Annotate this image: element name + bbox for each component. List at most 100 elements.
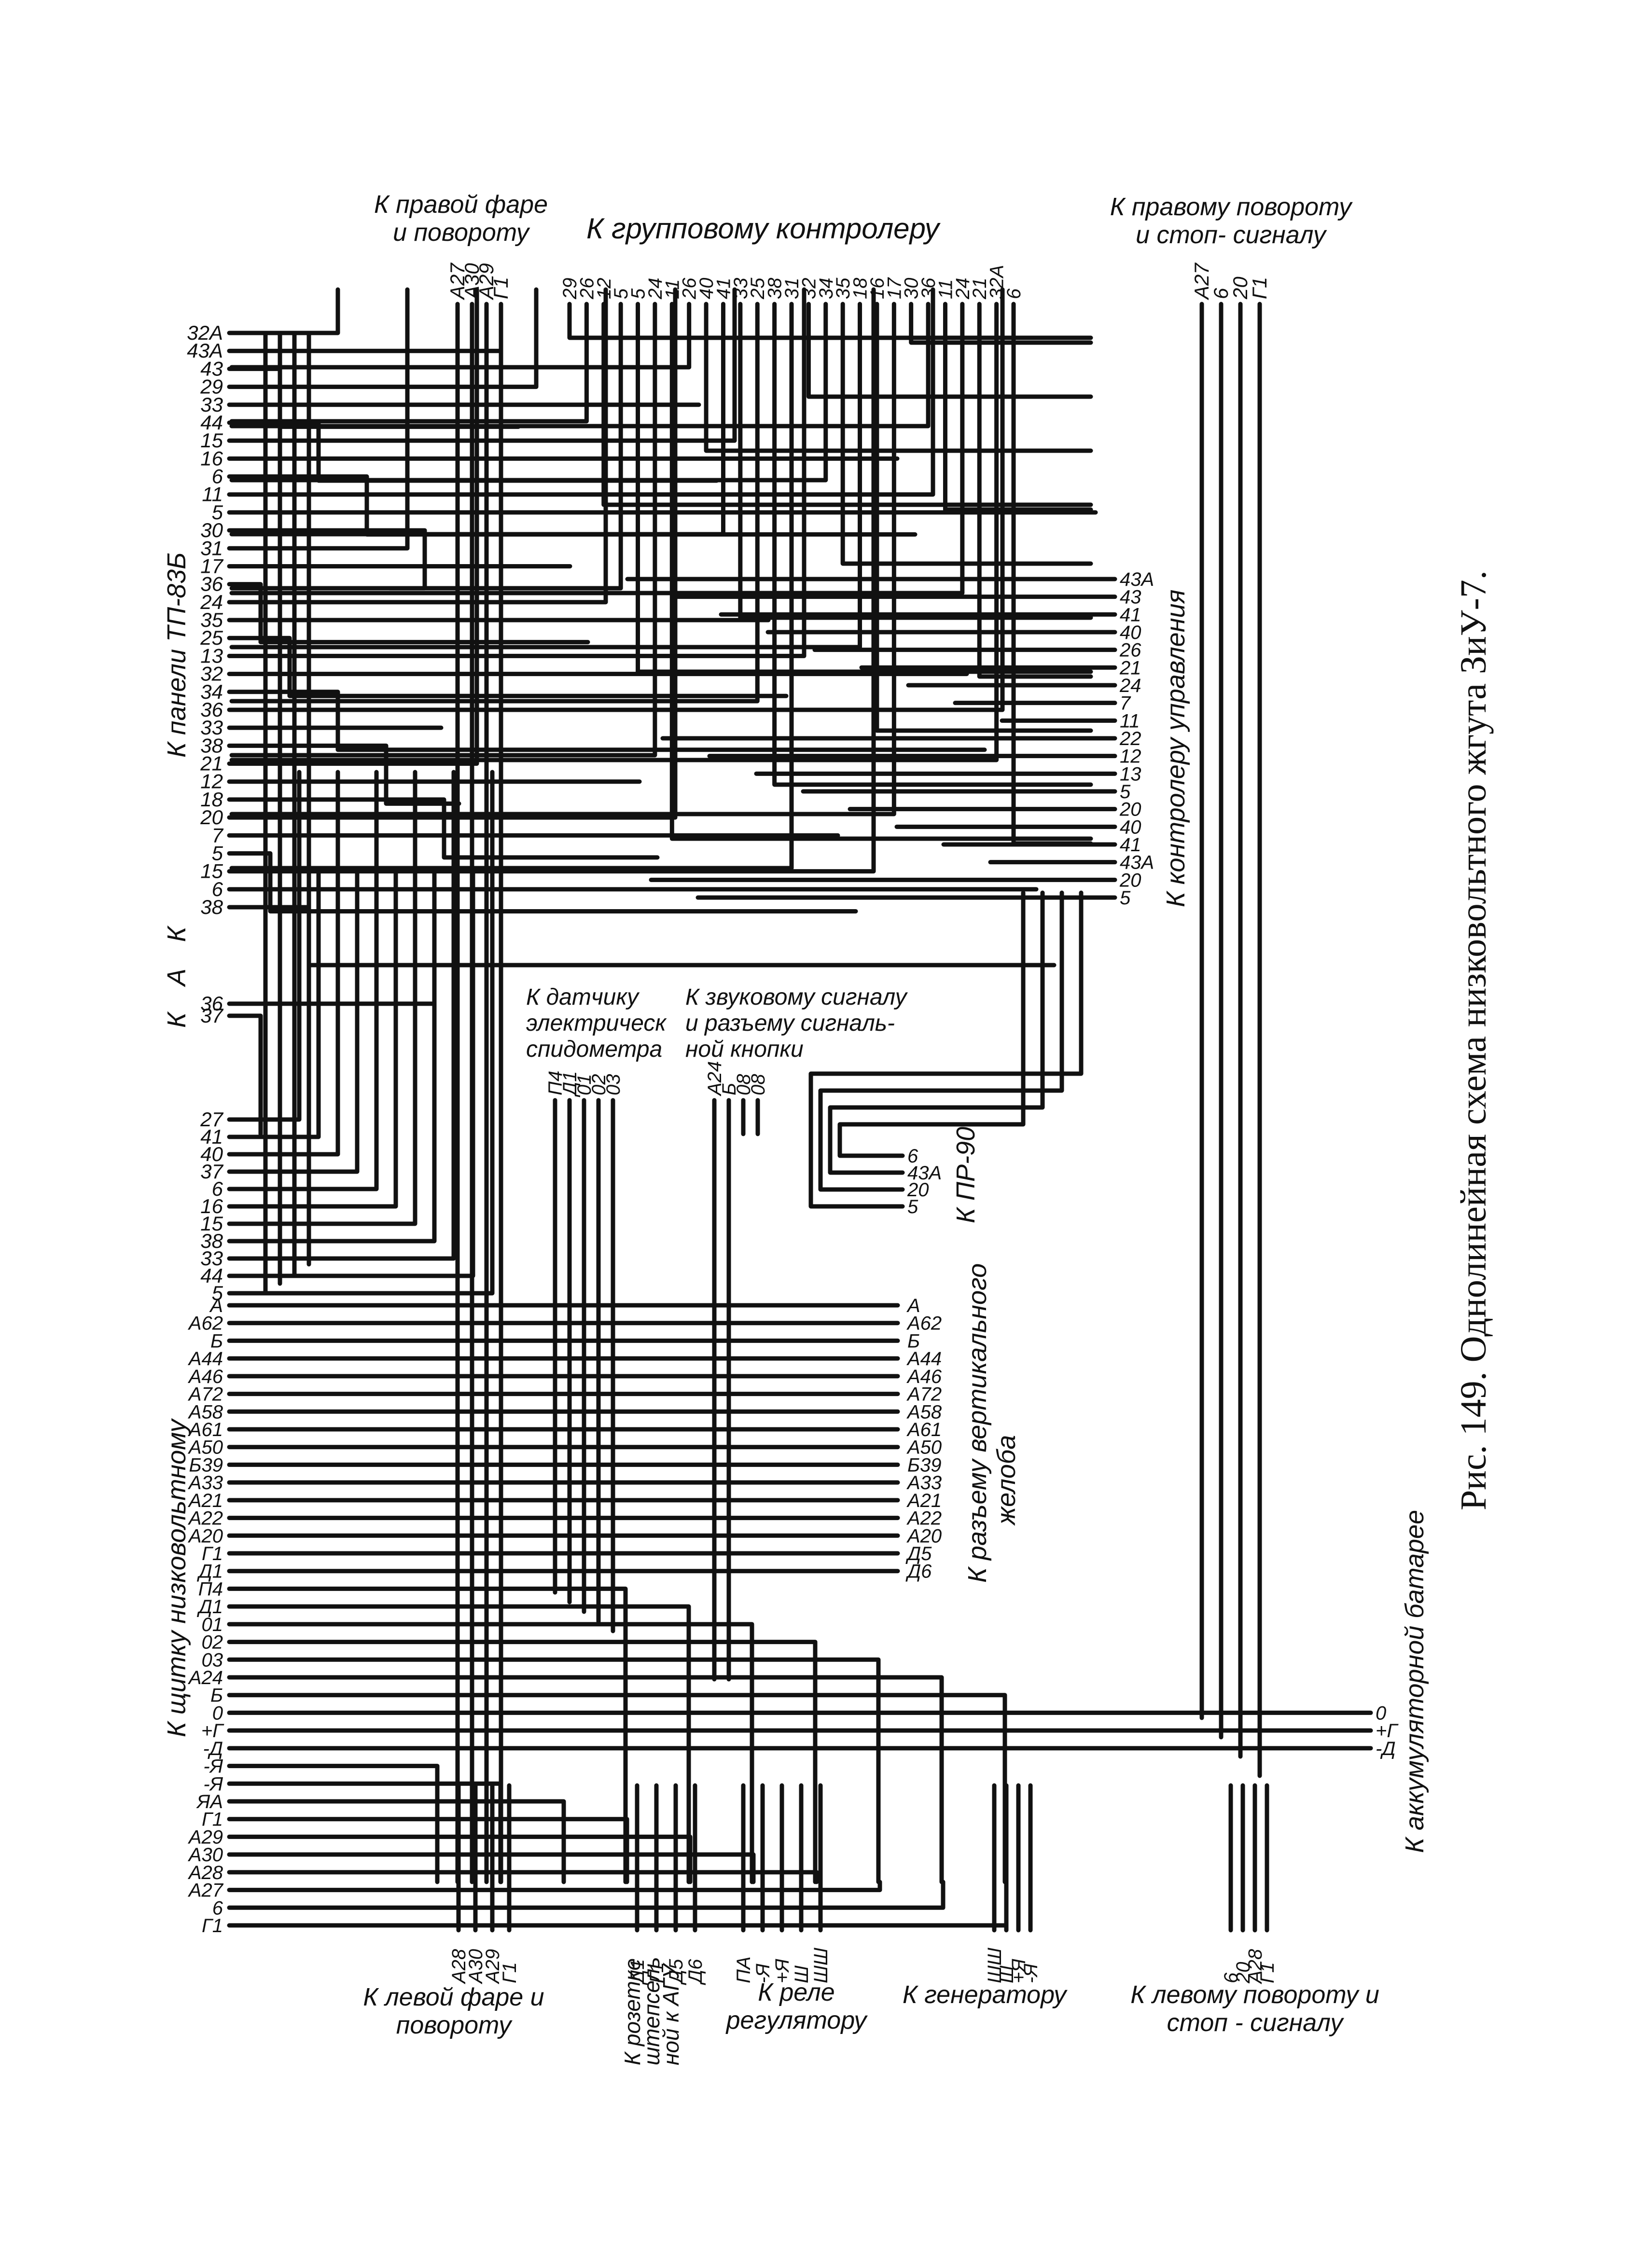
- left-headlight-wire-label: Г1: [499, 1962, 520, 1983]
- low-voltage-wire-label: Г1: [202, 1809, 223, 1830]
- title-right-turn-stop: К правому повороту и стоп- сигналу: [1086, 193, 1376, 249]
- title-pr90: К ПР-90: [951, 1126, 980, 1223]
- group-controller-wire: [601, 302, 1093, 507]
- kak-lower-wire-label: 33: [200, 1247, 223, 1270]
- left-headlight-wire-label: А29: [482, 1949, 503, 1984]
- panel-tp-wire-label: 16: [200, 447, 223, 470]
- low-voltage-wire-label: Г1: [202, 1543, 223, 1564]
- title-kak: К А К: [162, 917, 191, 1028]
- control-controller-wire-label: 21: [1119, 657, 1141, 678]
- title-line: спидометра: [526, 1037, 663, 1062]
- kak-wire-label: 36: [200, 992, 223, 1015]
- group-controller-wire-label: 12: [594, 278, 615, 300]
- low-voltage-wire-label: 03: [202, 1649, 223, 1671]
- low-voltage-wire-label: А24: [188, 1667, 223, 1688]
- panel-tp-wire-label: 25: [200, 626, 223, 649]
- low-voltage-wire-label: -Я: [203, 1756, 223, 1777]
- pr90-wire: [828, 890, 1045, 1175]
- group-controller-wire: [1011, 302, 1093, 846]
- panel-tp-wire: [227, 287, 539, 389]
- gutter-connector-wire-label: А61: [906, 1419, 942, 1440]
- group-controller-wire-label: 21: [969, 278, 990, 300]
- panel-tp-wire-label: 34: [200, 680, 223, 703]
- left-turn-stop-wire-label: А28: [1245, 1949, 1266, 1984]
- relay-regulator-wire-label: ПА: [733, 1956, 754, 1983]
- low-voltage-wire: [227, 1880, 882, 1893]
- group-controller-wire: [943, 302, 1093, 512]
- control-controller-wire-label: 41: [1120, 604, 1141, 625]
- generator-wire-label: +Я: [1008, 1959, 1029, 1983]
- horn-wire-label: 08: [733, 1074, 754, 1095]
- low-voltage-wire-label: ЯА: [196, 1791, 223, 1812]
- title-horn: К звуковому сигналу и разъему сигналь- н…: [685, 984, 907, 1063]
- panel-tp-wire-label: 5: [212, 501, 223, 524]
- panel-tp-wire: [227, 528, 427, 591]
- low-voltage-wire-label: А20: [188, 1525, 223, 1547]
- low-voltage-wire-label: Д1: [197, 1596, 223, 1618]
- control-controller-wire-label: 41: [1120, 834, 1141, 856]
- socket-wire-label: Г1: [646, 1962, 668, 1983]
- group-controller-wire-label: 34: [816, 278, 837, 300]
- group-controller-wire: [229, 302, 931, 429]
- low-voltage-wire-label: -Д: [203, 1738, 223, 1759]
- low-voltage-wire: [227, 1586, 628, 1884]
- wire-end-labels: 32А43А4329334415166115303117362435251332…: [187, 263, 1399, 1985]
- low-voltage-wire: [227, 1834, 693, 1884]
- title-right-headlight: К правой фаре и повороту: [360, 191, 562, 247]
- horn-wire-label: Б: [719, 1083, 740, 1095]
- speedometer-wire-label: 03: [603, 1074, 624, 1096]
- title-line: К правой фаре: [374, 191, 548, 219]
- group-controller-wire: [567, 302, 1093, 340]
- relay-regulator-wire-label: ШШ: [810, 1948, 832, 1983]
- gutter-connector-wire-label: А46: [906, 1366, 942, 1387]
- low-voltage-wire-label: 0: [212, 1702, 223, 1724]
- control-controller-wire-label: 5: [1120, 781, 1131, 802]
- title-panel-tp: К панели ТП-83Б: [162, 552, 191, 758]
- title-gutter-connector: К разъему вертикального желоба: [963, 1263, 1021, 1583]
- group-controller-wire-label: 24: [645, 278, 666, 300]
- panel-tp-wire: [227, 287, 807, 658]
- title-line: стоп - сигналу: [1167, 2009, 1343, 2037]
- group-controller-wire: [909, 302, 1093, 345]
- panel-tp-wire-label: 5: [212, 842, 223, 864]
- group-controller-wire: [229, 302, 965, 595]
- gutter-connector-wire-label: Б: [907, 1330, 920, 1352]
- gutter-connector-wire-label: А44: [906, 1348, 942, 1369]
- kak-lower-wire-label: 15: [200, 1212, 223, 1235]
- title-line: и повороту: [393, 219, 529, 247]
- group-controller-wire: [840, 302, 1093, 566]
- title-socket: К розетке штепсель ной к АГУ: [620, 1957, 683, 2065]
- low-voltage-wire-label: А44: [188, 1348, 223, 1369]
- group-controller-wire-label: 5: [611, 288, 632, 299]
- panel-tp-wire: [227, 905, 1057, 968]
- title-line: электрическ: [526, 1010, 667, 1036]
- group-controller-wire-label: 26: [679, 277, 700, 300]
- panel-tp-wire-label: 21: [200, 752, 223, 775]
- horn-wire-label: 08: [748, 1074, 769, 1095]
- low-voltage-wire-label: Б: [210, 1685, 223, 1706]
- title-generator: К генератору: [903, 1981, 1067, 2009]
- left-turn-stop-wire-label: 20: [1233, 1962, 1254, 1984]
- kak-lower-wire-label: 44: [200, 1264, 223, 1287]
- horn-wire-label: А24: [704, 1061, 725, 1096]
- panel-tp-wire-label: 15: [200, 429, 223, 452]
- panel-tp-wire-label: 33: [200, 716, 223, 739]
- panel-tp-wire-label: 18: [200, 788, 223, 811]
- speedometer-wire-label: Д1: [559, 1071, 581, 1097]
- title-group-controller: К групповому контролеру: [586, 212, 939, 245]
- low-voltage-wire-label: А61: [188, 1419, 223, 1440]
- right-headlight-wire-label: А30: [460, 263, 483, 301]
- group-controller-wire-label: 24: [952, 278, 973, 300]
- kak-wire-label: 37: [200, 1004, 223, 1027]
- low-voltage-wire-label: А50: [188, 1437, 223, 1458]
- gutter-connector-wire-label: А20: [906, 1525, 942, 1547]
- low-voltage-wire-label: Д1: [197, 1561, 223, 1582]
- low-voltage-wire: [227, 1799, 566, 1884]
- pr90-wire-label: 20: [907, 1179, 929, 1201]
- gutter-connector-wire-label: Б39: [907, 1454, 942, 1476]
- pr90-wire-label: 5: [907, 1196, 918, 1217]
- low-voltage-wire-label: А72: [188, 1384, 223, 1405]
- title-line: К датчику: [526, 984, 639, 1010]
- group-controller-wire-label: 5: [628, 288, 649, 299]
